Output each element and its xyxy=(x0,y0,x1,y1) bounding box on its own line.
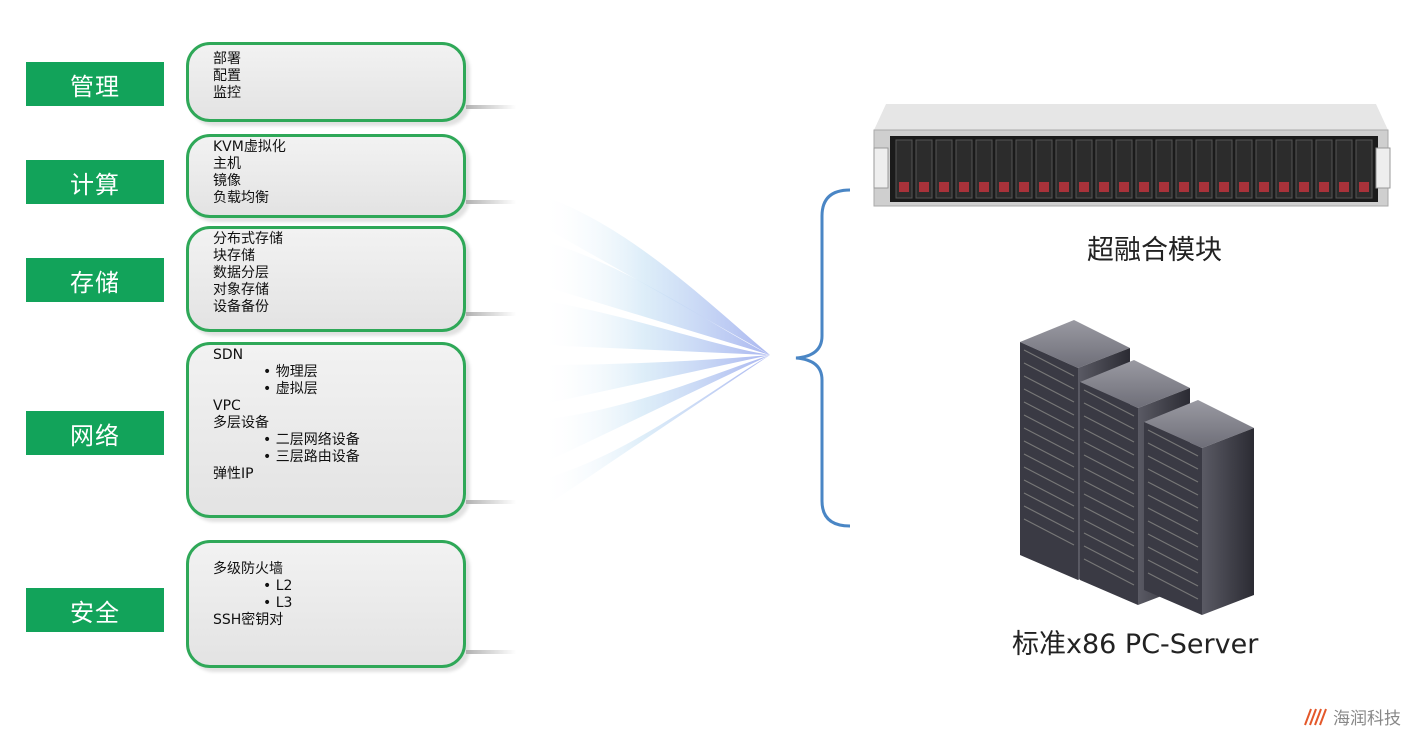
card-item: 块存储 xyxy=(213,248,255,264)
category-label-security: 安全 xyxy=(26,588,164,632)
card-subitem: 虚拟层 xyxy=(213,381,453,398)
server-caption: 标准x86 PC-Server xyxy=(1012,629,1259,660)
converge-arrow xyxy=(540,195,770,510)
card-subitem: L3 xyxy=(213,595,453,612)
card-item: 对象存储 xyxy=(213,282,269,298)
card-subitem: 三层路由设备 xyxy=(213,449,453,466)
logo-icon xyxy=(1304,708,1327,725)
card-subitem: L2 xyxy=(213,578,453,595)
server-rack-icon xyxy=(1020,320,1254,615)
category-label-compute: 计算 xyxy=(26,160,164,204)
card-shadow xyxy=(466,500,516,504)
card-item: 设备备份 xyxy=(213,299,269,315)
card-item: 监控 xyxy=(213,85,241,101)
card-subitem: 二层网络设备 xyxy=(213,432,453,449)
card-subitem: 物理层 xyxy=(213,364,453,381)
card-item: 配置 xyxy=(213,68,241,84)
card-shadow xyxy=(466,105,516,109)
card-item: 数据分层 xyxy=(213,265,269,281)
brace-icon xyxy=(795,188,851,528)
card-manage: 部署 配置 监控 xyxy=(186,42,466,122)
card-shadow xyxy=(466,650,516,654)
card-network: SDN 物理层 虚拟层 VPC 多层设备 二层网络设备 三层路由设备 弹性IP xyxy=(186,342,466,518)
category-label-storage: 存储 xyxy=(26,258,164,302)
card-item: SDN xyxy=(213,347,244,363)
module-caption: 超融合模块 xyxy=(1087,235,1222,266)
card-item: 多层设备 xyxy=(213,415,269,431)
card-item: 多级防火墙 xyxy=(213,561,283,577)
card-item: 负载均衡 xyxy=(213,190,269,206)
card-item: 分布式存储 xyxy=(213,231,283,247)
storage-server-icon xyxy=(873,104,1391,207)
category-label-manage: 管理 xyxy=(26,62,164,106)
card-item: KVM虚拟化 xyxy=(213,139,286,155)
card-shadow xyxy=(466,200,516,204)
watermark-text: 海润科技 xyxy=(1333,709,1401,729)
card-item: 主机 xyxy=(213,156,241,172)
card-item: VPC xyxy=(213,398,241,414)
card-item: 镜像 xyxy=(213,173,241,189)
card-compute: KVM虚拟化 主机 镜像 负载均衡 xyxy=(186,134,466,218)
card-storage: 分布式存储 块存储 数据分层 对象存储 设备备份 xyxy=(186,226,466,332)
card-item: 弹性IP xyxy=(213,466,254,482)
card-security: 多级防火墙 L2 L3 SSH密钥对 xyxy=(186,540,466,668)
card-item: SSH密钥对 xyxy=(213,612,284,628)
card-item: 部署 xyxy=(213,51,241,67)
category-label-network: 网络 xyxy=(26,411,164,455)
watermark: 海润科技 xyxy=(1303,704,1401,729)
card-shadow xyxy=(466,312,516,316)
